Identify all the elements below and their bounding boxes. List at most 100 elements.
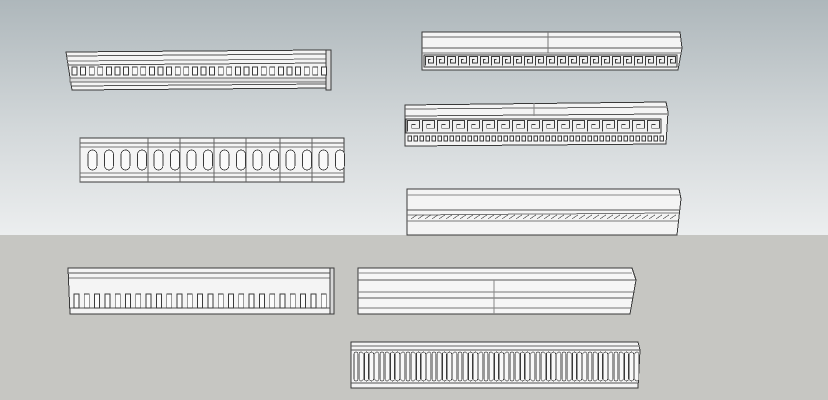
flute <box>170 149 180 171</box>
rope-twist <box>410 214 418 220</box>
flute <box>302 149 312 171</box>
rope-twist <box>641 214 649 220</box>
gadroon-lobe <box>436 351 442 382</box>
dentil-row <box>407 135 664 142</box>
flute <box>104 149 114 171</box>
key-motif <box>527 120 540 132</box>
rope-twist <box>417 214 425 220</box>
key-motif <box>535 56 544 66</box>
gadroon-lobe <box>358 351 364 382</box>
dentil-block <box>599 135 604 142</box>
rope-twist <box>627 214 635 220</box>
dentil-block <box>641 135 646 142</box>
dentil-block <box>551 135 556 142</box>
flute <box>186 149 197 171</box>
gadroon-lobe <box>634 351 640 382</box>
block-dentil-cornice[interactable] <box>64 264 340 320</box>
dentil-block <box>635 135 640 142</box>
rope-band-cornice[interactable] <box>403 183 685 239</box>
rope-twist <box>606 214 614 220</box>
key-motif <box>557 56 566 66</box>
block-dentil <box>156 293 162 309</box>
dentil-block <box>647 135 652 142</box>
dentil-block <box>80 66 87 76</box>
dentil-block <box>217 66 224 76</box>
rope-twist <box>557 214 565 220</box>
gadroon-lobe <box>369 351 374 382</box>
key-motif <box>497 120 510 132</box>
gadroon-lobe <box>608 351 614 382</box>
gadroon-lobe <box>525 351 530 382</box>
flute-row <box>79 138 345 182</box>
block-dentil-row <box>73 293 327 309</box>
gadroon-lobe <box>421 351 426 382</box>
gadroon-lobe <box>598 351 603 382</box>
key-motif <box>612 56 621 66</box>
key-motif <box>437 120 450 132</box>
block-dentil <box>279 293 286 309</box>
dentil-block <box>286 66 293 76</box>
gadroon-lobe <box>535 351 541 382</box>
dentil-block <box>407 135 412 142</box>
gadrooned-molding[interactable] <box>346 336 646 394</box>
greek-key-frieze-molding[interactable] <box>418 28 686 74</box>
rope-twist <box>473 214 481 220</box>
gadroon-lobe <box>353 351 359 382</box>
dentil-block <box>485 135 490 142</box>
dentil-block <box>497 135 502 142</box>
dentil-block <box>653 135 658 142</box>
greek-key-dentil-cornice[interactable] <box>400 100 672 150</box>
dentil-block <box>320 66 327 76</box>
gadroon-lobe <box>561 351 567 382</box>
key-motif <box>469 56 478 66</box>
flute <box>153 149 164 171</box>
dentil-block <box>443 135 448 142</box>
dentil-block <box>587 135 592 142</box>
dentil-block <box>545 135 550 142</box>
key-motif <box>491 56 500 66</box>
dentil-block <box>539 135 544 142</box>
gadroon-lobe <box>572 351 577 382</box>
block-dentil <box>94 293 101 309</box>
dentil-block <box>557 135 562 142</box>
gadroon-lobe <box>384 351 390 382</box>
dentil-block <box>269 66 276 76</box>
rope-twist <box>655 214 663 220</box>
flute <box>335 149 345 171</box>
dentil-block <box>312 66 319 76</box>
block-dentil <box>73 293 80 309</box>
block-dentil <box>289 293 296 309</box>
flute <box>219 149 230 171</box>
dentil-block <box>157 66 164 76</box>
plain-step-cornice[interactable] <box>352 264 640 320</box>
dentil-block <box>491 135 496 142</box>
dentil-block <box>629 135 634 142</box>
gadroon-lobe <box>374 351 380 382</box>
dentil-block <box>437 135 442 142</box>
gadroon-lobe <box>442 351 447 382</box>
gadroon-lobe <box>618 351 624 382</box>
rope-twist <box>438 214 446 220</box>
dentil-block <box>509 135 514 142</box>
gadroon-lobe <box>468 351 473 382</box>
dentil-block <box>413 135 418 142</box>
gadroon-lobe <box>540 351 546 382</box>
block-dentil <box>238 293 245 309</box>
gadroon-lobe <box>566 351 572 382</box>
gadroon-lobe <box>395 351 400 382</box>
flute <box>87 149 98 171</box>
rope-twist <box>669 214 677 220</box>
rope-twist <box>592 214 600 220</box>
dentil-row <box>71 66 327 76</box>
gadroon-lobe <box>431 351 437 382</box>
fluted-panel-molding[interactable] <box>74 132 350 188</box>
gadroon-lobe <box>546 351 551 382</box>
gadroon-lobe <box>556 351 562 382</box>
gadroon-lobe <box>426 351 432 382</box>
dentil-crown-molding[interactable] <box>62 48 334 96</box>
gadroon-lobe <box>530 351 536 382</box>
dentil-block <box>88 66 95 76</box>
dentil-block <box>503 135 508 142</box>
dentil-block <box>473 135 478 142</box>
